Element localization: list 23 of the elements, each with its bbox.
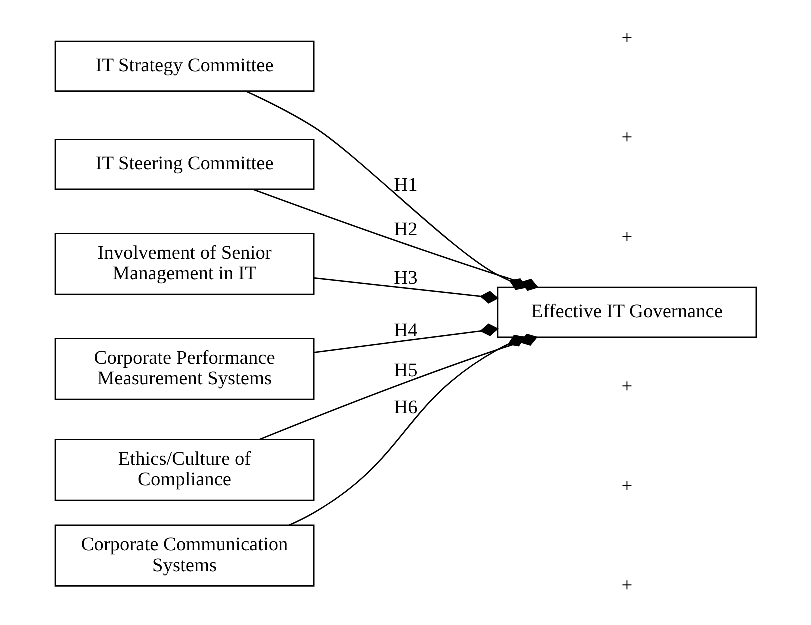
node-box: Effective IT Governance bbox=[496, 286, 757, 338]
node-box: Ethics/Culture of Compliance bbox=[54, 439, 314, 502]
edge-label: H6 bbox=[394, 398, 418, 419]
node-box: Corporate Communication Systems bbox=[54, 524, 314, 587]
node-box: Corporate Performance Measurement Systems bbox=[54, 338, 314, 400]
node-box: Involvement of Senior Management in IT bbox=[54, 233, 314, 296]
label: + bbox=[621, 127, 632, 148]
label: + bbox=[621, 28, 632, 49]
connector bbox=[259, 334, 538, 440]
edge-label: H5 bbox=[394, 360, 418, 382]
edge-label: H2 bbox=[394, 219, 418, 240]
label: + bbox=[621, 476, 632, 497]
label: + bbox=[621, 376, 632, 398]
label: + bbox=[621, 575, 632, 596]
edge-label: H3 bbox=[394, 268, 418, 289]
connector bbox=[288, 335, 525, 526]
connector bbox=[314, 324, 498, 354]
edge-label: H1 bbox=[394, 175, 418, 196]
node-box: IT Strategy Committee bbox=[54, 40, 314, 92]
edge-label: H4 bbox=[394, 320, 418, 342]
connector bbox=[314, 278, 498, 304]
node-box: IT Steering Committee bbox=[54, 139, 314, 190]
label: + bbox=[621, 226, 632, 248]
